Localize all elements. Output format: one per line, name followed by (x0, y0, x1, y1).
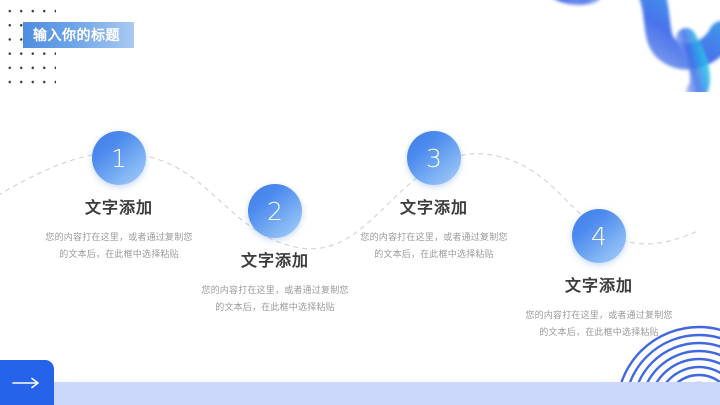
page-title-banner: 输入你的标题 (23, 22, 134, 48)
step-number-circle-2: 2 (248, 184, 302, 238)
arrow-right-icon (12, 377, 39, 388)
step-item-2[interactable]: 2 文字添加 您的内容打在这里，或者通过复制您的文本后，在此框中选择粘贴 (170, 184, 380, 315)
step-item-4[interactable]: 4 文字添加 您的内容打在这里，或者通过复制您的文本后，在此框中选择粘贴 (494, 209, 704, 340)
step-heading-4: 文字添加 (564, 278, 633, 295)
step-body-2: 您的内容打在这里，或者通过复制您的文本后，在此框中选择粘贴 (201, 285, 349, 312)
step-body-3: 您的内容打在这里，或者通过复制您的文本后，在此框中选择粘贴 (360, 232, 508, 259)
step-item-1[interactable]: 1 文字添加 您的内容打在这里，或者通过复制您的文本后，在此框中选择粘贴 (14, 131, 224, 262)
next-arrow-button[interactable] (0, 360, 54, 405)
step-heading-2: 文字添加 (240, 253, 309, 270)
step-heading-3: 文字添加 (399, 200, 468, 217)
step-heading-1: 文字添加 (84, 200, 153, 217)
abstract-ribbon-icon (536, 0, 720, 102)
step-body-1: 您的内容打在这里，或者通过复制您的文本后，在此框中选择粘贴 (45, 232, 193, 259)
page-title: 输入你的标题 (33, 27, 120, 43)
step-number-circle-3: 3 (407, 131, 461, 185)
step-number-1: 1 (111, 143, 127, 173)
step-number-circle-1: 1 (92, 131, 146, 185)
step-item-3[interactable]: 3 文字添加 您的内容打在这里，或者通过复制您的文本后，在此框中选择粘贴 (329, 131, 539, 262)
footer-bar (0, 382, 720, 405)
step-number-3: 3 (426, 143, 442, 173)
step-number-4: 4 (591, 221, 607, 251)
step-body-4: 您的内容打在这里，或者通过复制您的文本后，在此框中选择粘贴 (525, 310, 673, 337)
step-number-circle-4: 4 (572, 209, 626, 263)
step-number-2: 2 (267, 196, 283, 226)
